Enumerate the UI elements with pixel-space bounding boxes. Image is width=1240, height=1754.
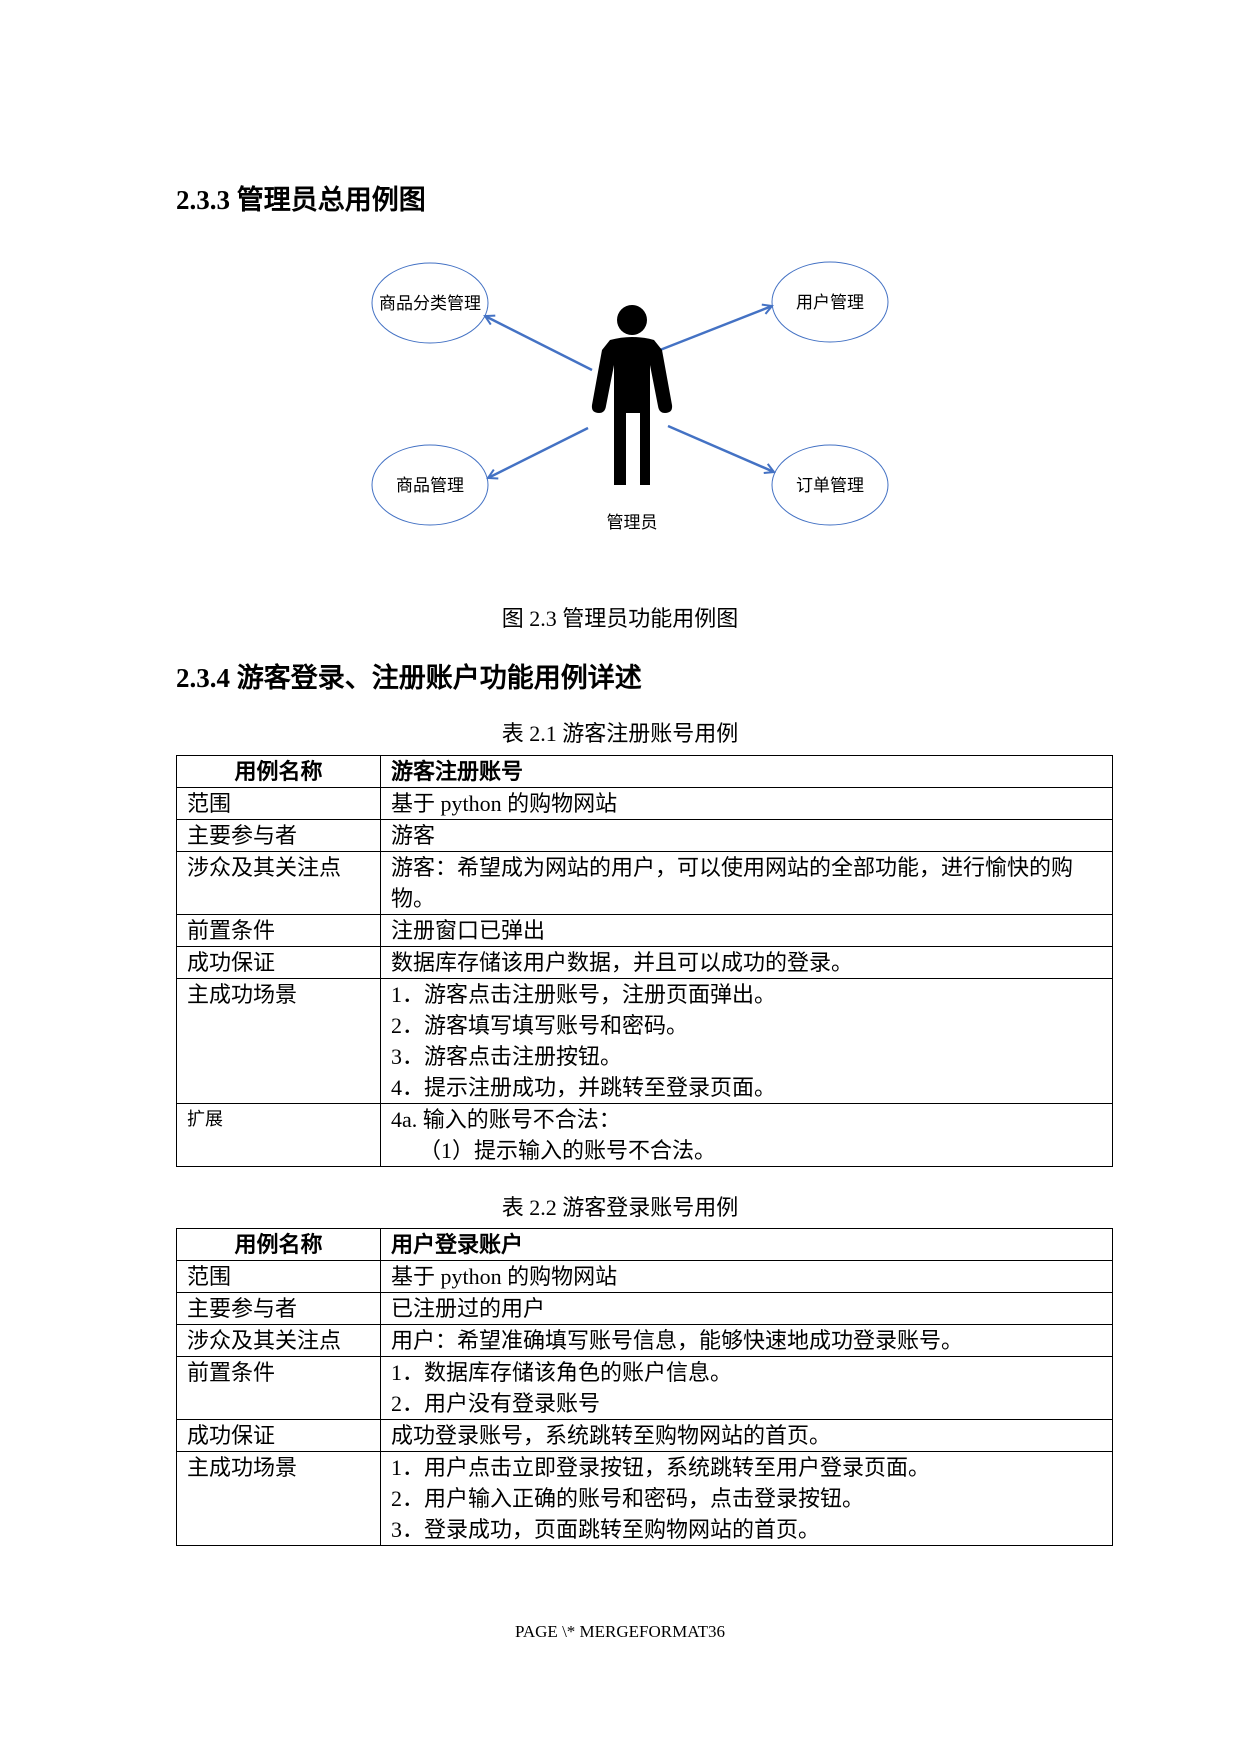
row-key: 前置条件 [176,1356,381,1420]
section-heading-2-3-4: 2.3.4 游客登录、注册账户功能用例详述 [176,663,642,693]
row-key: 成功保证 [176,1419,381,1452]
row-value: 1．数据库存储该角色的账户信息。 2．用户没有登录账号 [380,1356,1113,1420]
row-key: 前置条件 [176,914,381,947]
association-arrows [485,306,774,478]
row-key: 主成功场景 [176,1451,381,1546]
table-row: 主要参与者 已注册过的用户 [176,1292,1113,1325]
row-key: 扩展 [176,1103,381,1167]
row-line: 用户：希望准确填写账号信息，能够快速地成功登录账号。 [391,1328,964,1353]
row-value: 用户：希望准确填写账号信息，能够快速地成功登录账号。 [380,1324,1113,1357]
row-line: （1）提示输入的账号不合法。 [419,1138,717,1163]
row-key: 范围 [176,787,381,820]
table2-caption: 表 2.2 游客登录账号用例 [501,1195,739,1220]
use-case-label: 订单管理 [796,476,864,496]
use-case-label: 商品分类管理 [379,294,481,314]
row-key: 成功保证 [176,946,381,979]
use-case-product-mgmt [371,444,489,526]
table-row: 扩展 4a. 输入的账号不合法： （1）提示输入的账号不合法。 [176,1103,1113,1167]
use-case-category-mgmt [371,262,489,344]
row-line: 2．用户没有登录账号 [391,1391,601,1416]
actor-label: 管理员 [607,513,658,533]
use-case-label: 用户管理 [796,293,864,313]
row-line: 基于 python 的购物网站 [391,791,618,816]
row-line: 已注册过的用户 [391,1296,546,1321]
row-line: 3．登录成功，页面跳转至购物网站的首页。 [391,1517,821,1542]
row-line: 数据库存储该用户数据，并且可以成功的登录。 [391,950,854,975]
table-row: 成功保证 成功登录账号，系统跳转至购物网站的首页。 [176,1419,1113,1452]
row-line: 2．游客填写填写账号和密码。 [391,1013,689,1038]
use-case-user-mgmt [771,261,889,343]
row-line: 4．提示注册成功，并跳转至登录页面。 [391,1075,777,1100]
figure-caption: 图 2.3 管理员功能用例图 [501,606,739,631]
row-line: 1．数据库存储该角色的账户信息。 [391,1360,733,1385]
row-key: 涉众及其关注点 [176,1324,381,1357]
table-row: 主要参与者 游客 [176,819,1113,852]
use-case-order-mgmt [771,444,889,526]
table-row: 涉众及其关注点 游客：希望成为网站的用户，可以使用网站的全部功能，进行愉快的购物… [176,851,1113,915]
row-line: 游客 [391,823,436,848]
row-value: 游客 [380,819,1113,852]
row-value: 1．用户点击立即登录按钮，系统跳转至用户登录页面。 2．用户输入正确的账号和密码… [380,1451,1113,1546]
row-key: 范围 [176,1260,381,1293]
row-line: 游客：希望成为网站的用户，可以使用网站的全部功能，进行愉快的购物。 [391,855,1074,911]
table-row: 前置条件 1．数据库存储该角色的账户信息。 2．用户没有登录账号 [176,1356,1113,1420]
row-value: 已注册过的用户 [380,1292,1113,1325]
section-heading-2-3-3: 2.3.3 管理员总用例图 [176,185,426,215]
admin-use-case-diagram: 商品分类管理 用户管理 商品管理 订单管理 管理员 [371,261,889,533]
row-line: 成功登录账号，系统跳转至购物网站的首页。 [391,1423,832,1448]
row-line: 注册窗口已弹出 [391,918,546,943]
row-value: 成功登录账号，系统跳转至购物网站的首页。 [380,1419,1113,1452]
row-line: 基于 python 的购物网站 [391,1264,618,1289]
table-header-row: 用例名称 游客注册账号 [176,755,1113,788]
row-line: 1．游客点击注册账号，注册页面弹出。 [391,982,777,1007]
table-row: 成功保证 数据库存储该用户数据，并且可以成功的登录。 [176,946,1113,979]
header-value: 游客注册账号 [380,755,1113,788]
row-key: 涉众及其关注点 [176,851,381,915]
row-line: 2．用户输入正确的账号和密码，点击登录按钮。 [391,1486,865,1511]
row-value: 游客：希望成为网站的用户，可以使用网站的全部功能，进行愉快的购物。 [380,851,1113,915]
row-value: 数据库存储该用户数据，并且可以成功的登录。 [380,946,1113,979]
row-key: 主成功场景 [176,978,381,1104]
row-value: 1．游客点击注册账号，注册页面弹出。 2．游客填写填写账号和密码。 3．游客点击… [380,978,1113,1104]
use-case-label: 商品管理 [396,476,464,496]
table-row: 主成功场景 1．游客点击注册账号，注册页面弹出。 2．游客填写填写账号和密码。 … [176,978,1113,1104]
row-value: 注册窗口已弹出 [380,914,1113,947]
page-footer: PAGE \* MERGEFORMAT36 [514,1622,726,1641]
row-line: 1．用户点击立即登录按钮，系统跳转至用户登录页面。 [391,1455,931,1480]
table-row: 主成功场景 1．用户点击立即登录按钮，系统跳转至用户登录页面。 2．用户输入正确… [176,1451,1113,1546]
actor-admin-icon [591,305,673,485]
row-line: 4a. 输入的账号不合法： [391,1107,621,1132]
header-key: 用例名称 [176,1228,381,1261]
row-key: 主要参与者 [176,1292,381,1325]
table-guest-login: 用例名称 用户登录账户 范围 基于 python 的购物网站 主要参与者 已注册… [176,1228,1113,1546]
table-row: 范围 基于 python 的购物网站 [176,787,1113,820]
row-value: 基于 python 的购物网站 [380,1260,1113,1293]
row-key: 主要参与者 [176,819,381,852]
row-line: 3．游客点击注册按钮。 [391,1044,623,1069]
table-header-row: 用例名称 用户登录账户 [176,1228,1113,1261]
header-key: 用例名称 [176,755,381,788]
table1-caption: 表 2.1 游客注册账号用例 [501,721,739,746]
header-value: 用户登录账户 [380,1228,1113,1261]
table-row: 范围 基于 python 的购物网站 [176,1260,1113,1293]
row-value: 4a. 输入的账号不合法： （1）提示输入的账号不合法。 [380,1103,1113,1167]
table-row: 涉众及其关注点 用户：希望准确填写账号信息，能够快速地成功登录账号。 [176,1324,1113,1357]
use-case-ellipses [371,261,889,526]
table-row: 前置条件 注册窗口已弹出 [176,914,1113,947]
row-value: 基于 python 的购物网站 [380,787,1113,820]
table-guest-register: 用例名称 游客注册账号 范围 基于 python 的购物网站 主要参与者 游客 … [176,755,1113,1167]
